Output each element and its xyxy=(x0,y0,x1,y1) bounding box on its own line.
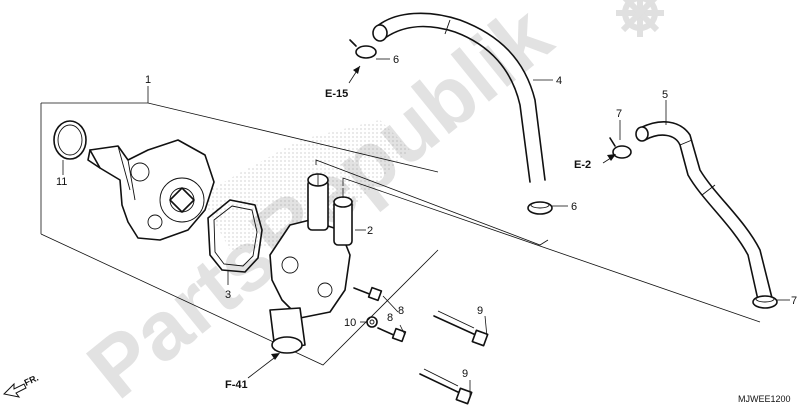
bolts xyxy=(353,286,489,405)
callout-9b: 9 xyxy=(462,368,468,380)
callout-11: 11 xyxy=(56,176,67,188)
front-arrow: FR. xyxy=(2,373,40,398)
ref-e15: E-15 xyxy=(325,88,348,100)
washer-10 xyxy=(366,316,378,328)
bolt-9a xyxy=(433,310,489,347)
leader-lines xyxy=(62,58,790,396)
bolt-8a xyxy=(353,286,383,302)
gasket xyxy=(207,199,263,273)
front-arrow-label: FR. xyxy=(23,373,40,388)
water-pump xyxy=(87,139,215,241)
callout-6a: 6 xyxy=(393,54,399,66)
reference-labels: E-15 E-2 F-41 xyxy=(225,88,591,391)
clamp-6a xyxy=(349,39,377,59)
ref-f41: F-41 xyxy=(225,379,248,391)
callout-7b: 7 xyxy=(791,295,797,307)
o-ring xyxy=(53,120,87,160)
callout-6b: 6 xyxy=(571,201,577,213)
callout-7a: 7 xyxy=(616,108,622,120)
callout-5: 5 xyxy=(662,89,668,101)
callout-1: 1 xyxy=(145,74,151,86)
connection-lines xyxy=(315,159,761,323)
gear-icon xyxy=(616,0,664,37)
ref-e2: E-2 xyxy=(574,159,591,171)
clamp-6b xyxy=(527,201,553,215)
bolt-9b xyxy=(419,368,473,405)
callout-2: 2 xyxy=(367,225,373,237)
clamp-7b xyxy=(752,295,778,309)
callout-10: 10 xyxy=(344,317,356,329)
assembly-outline xyxy=(40,86,439,366)
callout-8b: 8 xyxy=(387,312,393,324)
callout-labels: 1 2 3 4 5 6 6 7 7 8 8 9 9 10 11 xyxy=(56,54,797,380)
callout-9a: 9 xyxy=(477,305,483,317)
hose-4 xyxy=(372,12,546,183)
front-arrow-icon xyxy=(2,382,27,398)
bolt-8b xyxy=(377,327,407,343)
reference-arrows xyxy=(247,65,616,379)
hose-5 xyxy=(635,121,773,301)
clamp-7a xyxy=(609,137,632,159)
callout-4: 4 xyxy=(556,75,562,87)
pump-cover xyxy=(269,173,353,354)
callout-3: 3 xyxy=(225,289,231,301)
diagram-code: MJWEE1200 xyxy=(738,394,791,404)
callout-8a: 8 xyxy=(398,305,404,317)
